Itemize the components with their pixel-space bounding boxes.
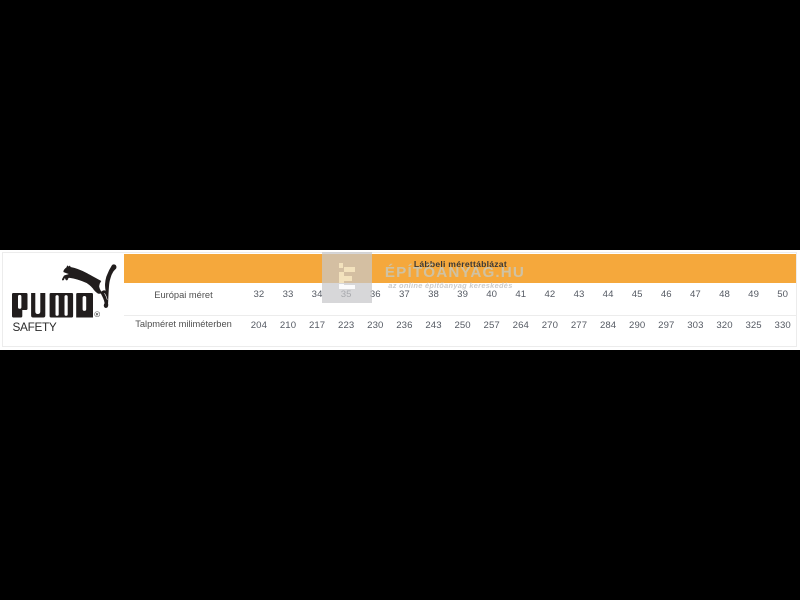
svg-text:R: R — [96, 313, 99, 317]
